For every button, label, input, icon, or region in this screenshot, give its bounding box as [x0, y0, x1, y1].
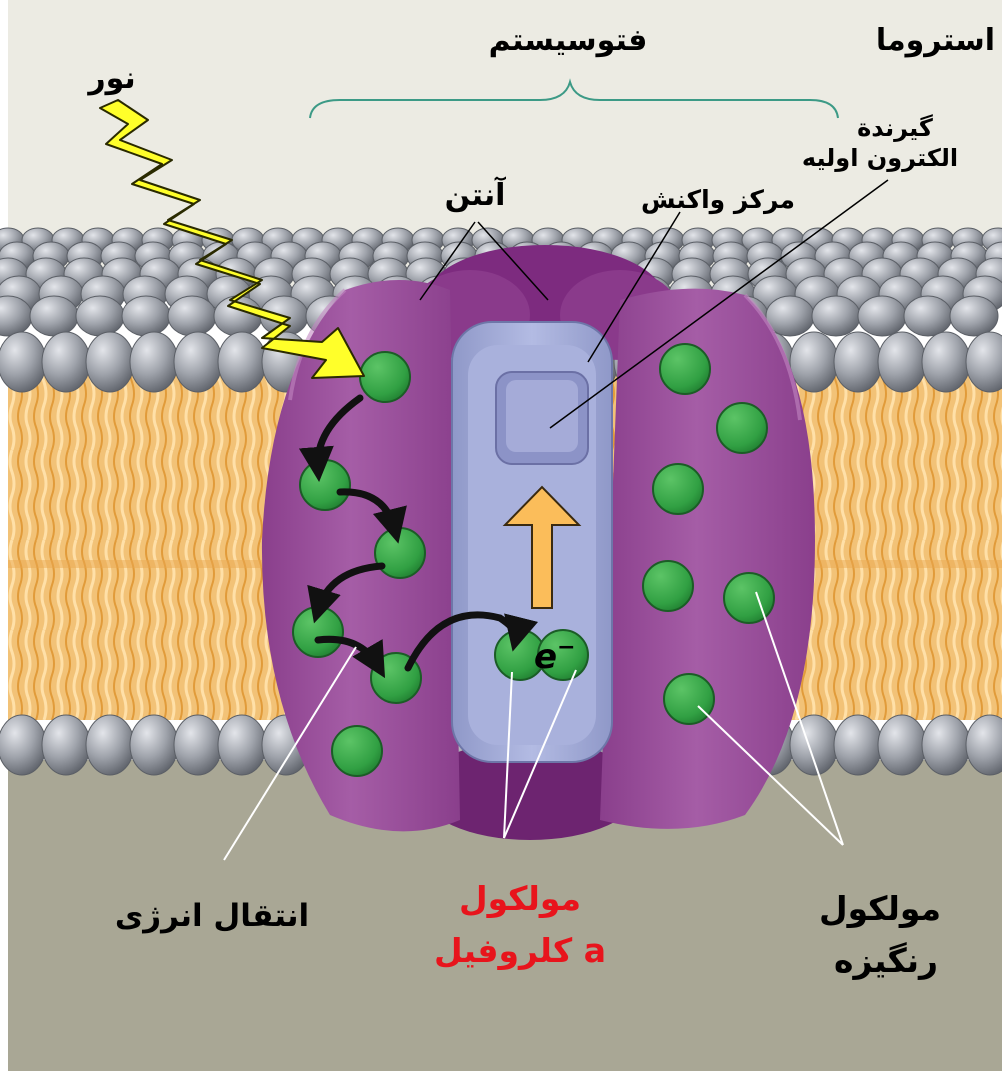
lipid-head	[922, 332, 970, 392]
lipid-head	[86, 332, 134, 392]
lipid-head	[42, 332, 90, 392]
pigment-molecule	[360, 352, 410, 402]
lipid-head	[122, 296, 170, 336]
label-photosystem: فتوسیستم	[489, 23, 648, 58]
lipid-head	[834, 715, 882, 775]
label-stroma: استروما	[876, 23, 995, 58]
pigment-molecule	[664, 674, 714, 724]
lipid-head	[86, 715, 134, 775]
lipid-head	[904, 296, 952, 336]
pigment-molecule	[332, 726, 382, 776]
label-chlorophyll-a-line2: کلروفیل a	[434, 931, 606, 971]
lipid-head	[218, 332, 266, 392]
label-reaction-center: مرکز واکنش	[641, 185, 795, 215]
label-energy-transfer: انتقال انرژی	[115, 898, 309, 934]
lipid-head	[42, 715, 90, 775]
lipid-head	[922, 715, 970, 775]
pigment-molecule	[653, 464, 703, 514]
label-antenna: آنتن	[445, 176, 507, 213]
label-pigment-line2: رنگیزه	[834, 941, 938, 981]
lipid-head	[950, 296, 998, 336]
pigment-molecule	[300, 460, 350, 510]
pigment-molecule	[293, 607, 343, 657]
lipid-head	[878, 332, 926, 392]
lipid-head	[218, 715, 266, 775]
white-border	[0, 0, 8, 1071]
lipid-head	[834, 332, 882, 392]
lipid-head	[174, 715, 222, 775]
lipid-head	[30, 296, 78, 336]
lipid-head	[174, 332, 222, 392]
pigment-molecule	[375, 528, 425, 578]
label-primary-acceptor-line1: گیرندة	[857, 114, 933, 142]
lipid-head	[76, 296, 124, 336]
lipid-head	[878, 715, 926, 775]
lipid-head	[0, 332, 46, 392]
lipid-head	[168, 296, 216, 336]
lipid-head	[0, 715, 46, 775]
pigment-molecule	[660, 344, 710, 394]
label-chlorophyll-a-line1: مولکول	[459, 879, 581, 919]
lipid-head	[790, 332, 838, 392]
lipid-head	[812, 296, 860, 336]
label-light: نور	[86, 61, 135, 96]
lipid-head	[130, 332, 178, 392]
label-pigment-line1: مولکول	[819, 889, 941, 929]
pigment-molecule	[717, 403, 767, 453]
lipid-head	[858, 296, 906, 336]
lipid-head	[130, 715, 178, 775]
pigment-molecule	[643, 561, 693, 611]
label-primary-acceptor-line2: الکترون اولیه	[802, 144, 958, 172]
lipid-head	[790, 715, 838, 775]
pigment-molecule	[724, 573, 774, 623]
